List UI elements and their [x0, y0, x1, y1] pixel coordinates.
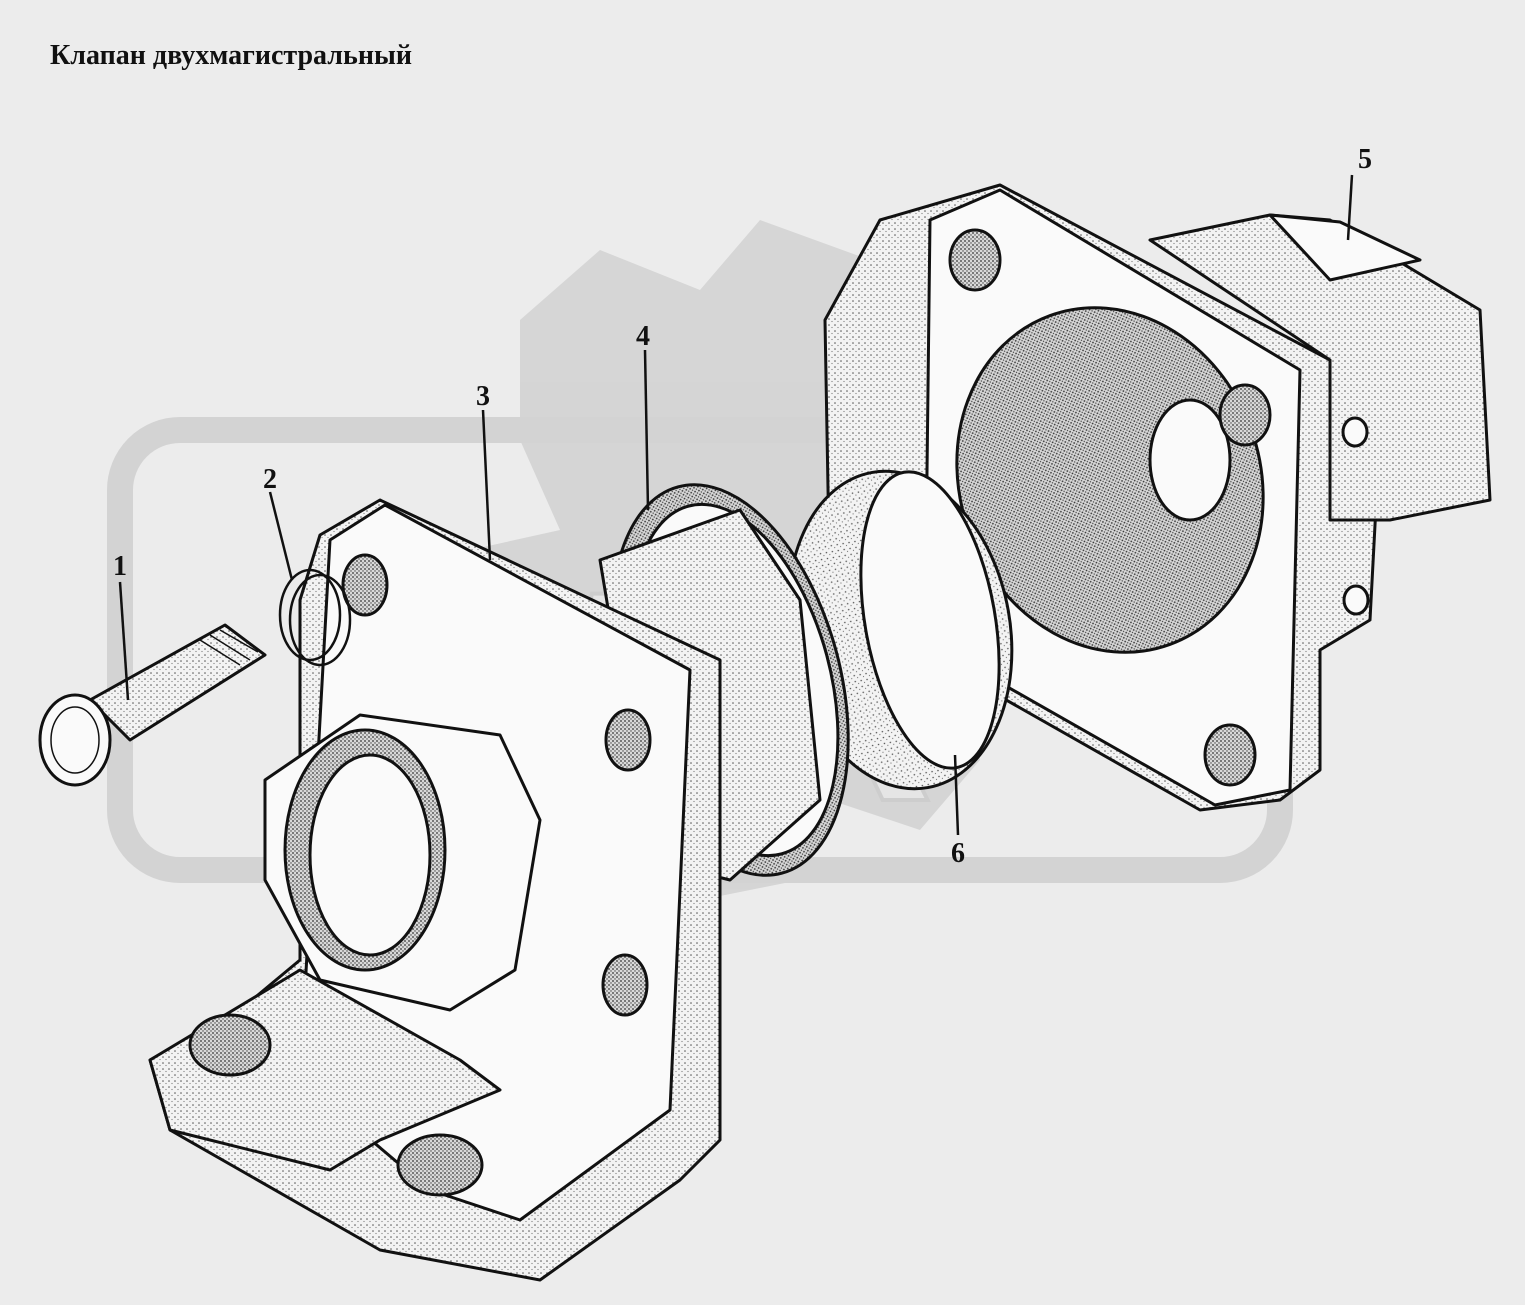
callout-2: 2 [263, 464, 277, 495]
callout-5: 5 [1358, 144, 1372, 175]
part-2-spring-ring [278, 568, 352, 667]
leader-lines [118, 174, 1354, 836]
part-1-bolt [38, 623, 267, 787]
page-title: Клапан двухмагистральный [50, 40, 412, 71]
callout-4: 4 [636, 321, 650, 352]
callout-3: 3 [476, 381, 490, 412]
callout-1: 1 [113, 551, 127, 582]
part-3-housing [148, 498, 722, 1282]
callout-6: 6 [951, 838, 965, 869]
